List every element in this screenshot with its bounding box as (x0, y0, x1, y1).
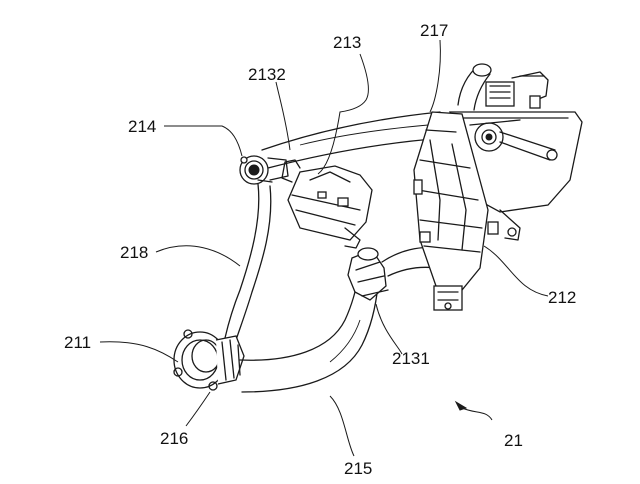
coupling-2131 (347, 247, 389, 301)
label-217: 217 (420, 21, 448, 40)
leader-215 (329, 395, 355, 457)
label-216: 216 (160, 429, 188, 448)
label-21: 21 (504, 431, 523, 450)
arrowhead-21 (454, 400, 468, 411)
leader-211 (99, 341, 179, 363)
reference-labels: 213 217 2132 214 218 212 211 2131 216 21… (64, 21, 576, 478)
label-214: 214 (128, 117, 156, 136)
leader-2132 (275, 81, 291, 151)
label-211: 211 (64, 333, 91, 352)
label-212: 212 (548, 288, 576, 307)
leader-21 (461, 407, 493, 421)
leader-217 (429, 39, 441, 113)
leader-214 (164, 125, 243, 157)
control-module-213 (281, 159, 373, 249)
label-218: 218 (120, 243, 148, 262)
leader-218 (155, 245, 241, 267)
label-2132: 2132 (248, 65, 286, 84)
leader-212 (483, 245, 549, 297)
filler-neck (457, 63, 549, 111)
leader-2131 (375, 303, 403, 355)
hose-connector-214 (239, 155, 289, 185)
label-215: 215 (344, 459, 372, 478)
heater-unit-212 (413, 111, 489, 311)
leader-216 (185, 391, 211, 427)
leader-213 (317, 53, 369, 175)
hose-218 (224, 179, 273, 341)
label-213: 213 (333, 33, 361, 52)
label-2131: 2131 (392, 349, 430, 368)
pump-211 (173, 329, 245, 391)
leader-lines (99, 39, 549, 457)
expansion-tank-217 (449, 111, 583, 241)
